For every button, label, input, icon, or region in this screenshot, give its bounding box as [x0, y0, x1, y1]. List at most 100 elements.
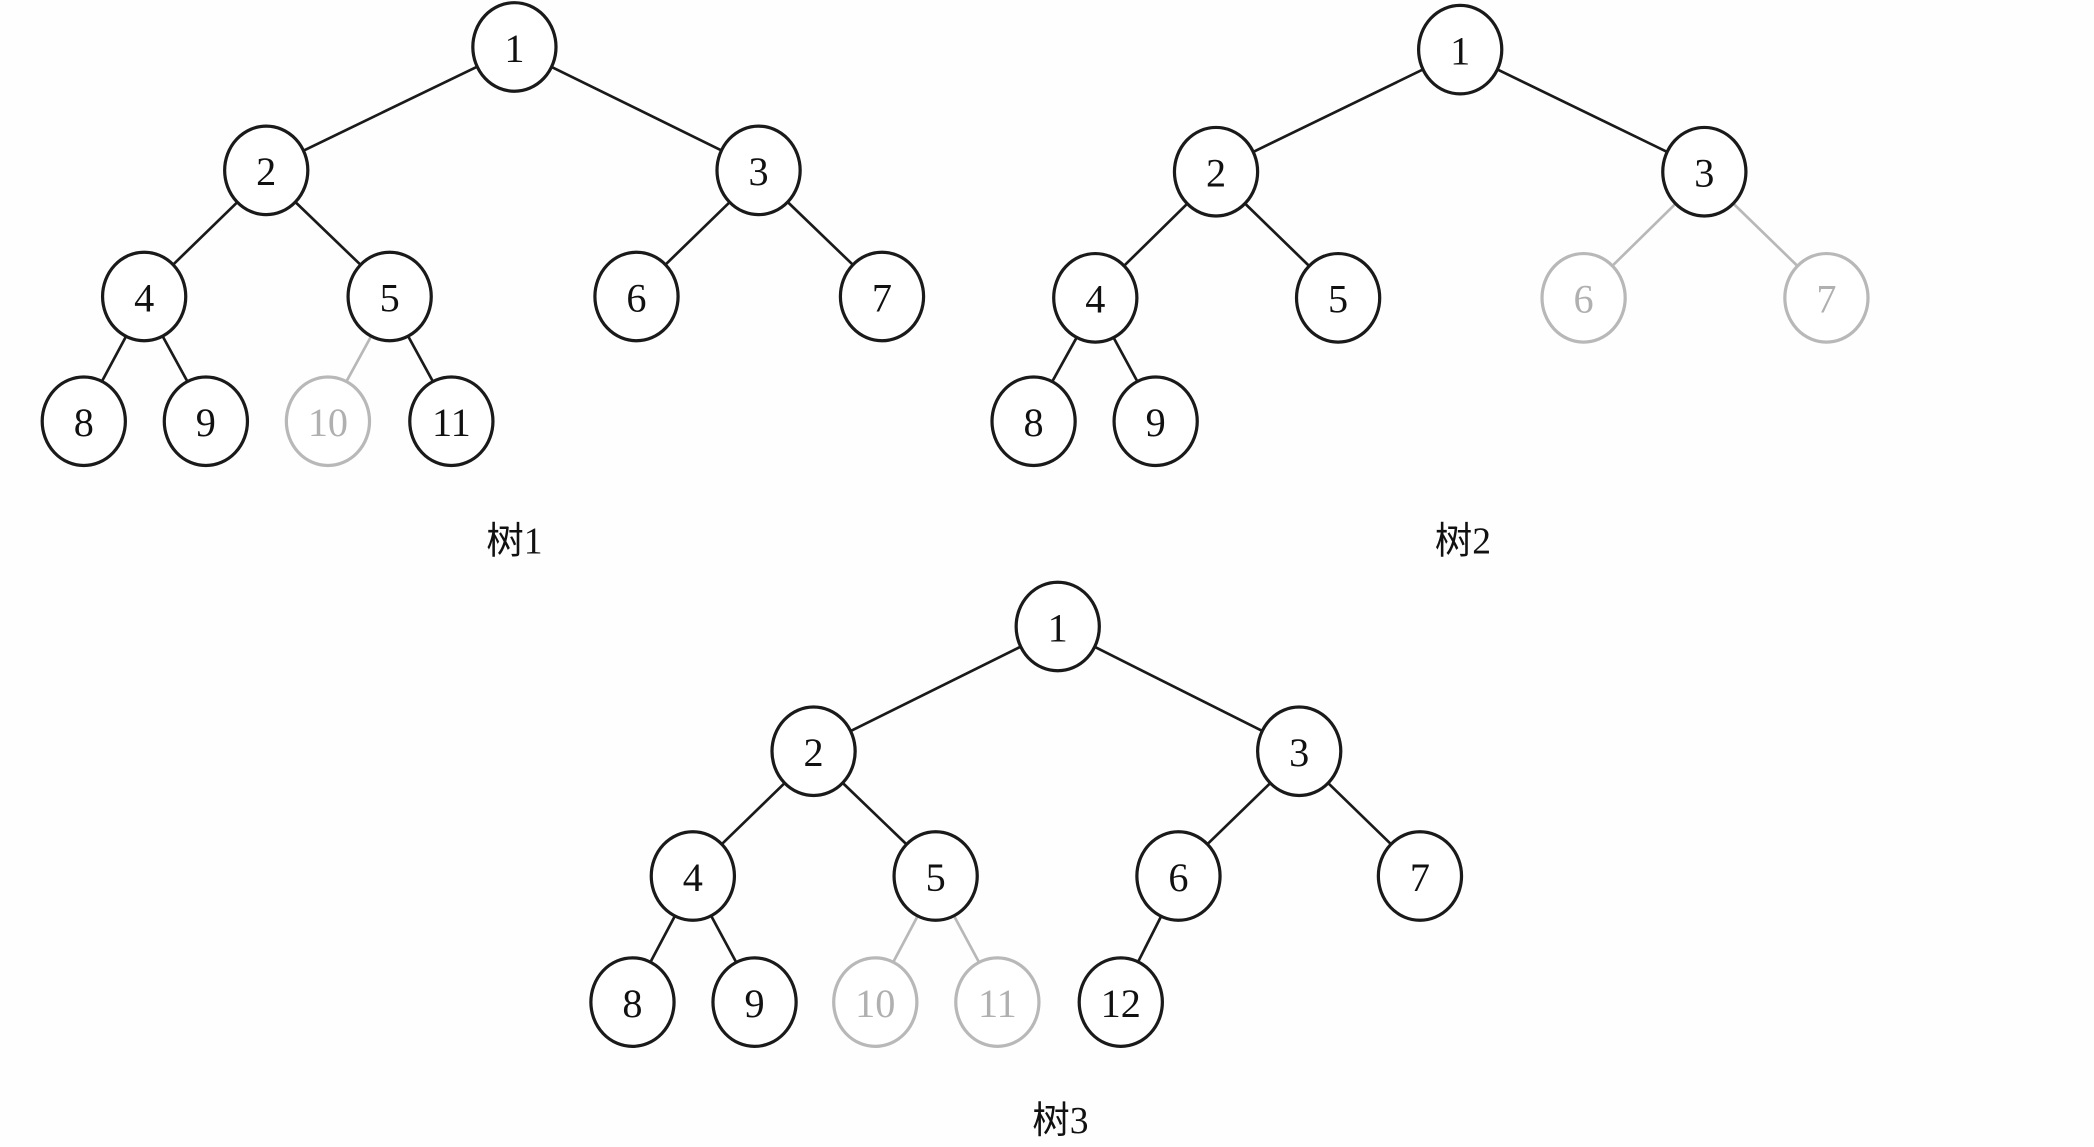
node-circle-icon	[1077, 956, 1164, 1048]
node-circle-icon	[990, 375, 1077, 468]
node-label: 10	[855, 981, 895, 1026]
node-circle-icon	[1052, 251, 1139, 344]
node-circle-icon	[892, 830, 979, 922]
edge-5-10	[345, 335, 373, 383]
node-label: 2	[804, 730, 824, 775]
edge-3-6	[664, 201, 731, 266]
tree-node-6: 6	[1540, 251, 1627, 344]
node-circle-icon	[1540, 251, 1627, 344]
edge-4-9	[1112, 336, 1139, 383]
node-label: 7	[1410, 855, 1430, 900]
tree-node-9: 9	[162, 375, 250, 468]
tree-node-10: 10	[832, 956, 919, 1048]
tree-node-12: 12	[1077, 956, 1164, 1048]
node-label: 5	[1328, 277, 1348, 322]
tree-node-11: 11	[954, 956, 1041, 1048]
node-label: 6	[626, 275, 646, 320]
tree-node-8: 8	[990, 375, 1077, 468]
node-label: 7	[1816, 277, 1836, 322]
node-circle-icon	[346, 250, 433, 343]
edge-5-11	[406, 335, 435, 383]
edge-2-5	[841, 781, 908, 846]
edge-2-5	[1244, 202, 1311, 267]
tree-node-5: 5	[346, 250, 433, 343]
node-label: 6	[1574, 277, 1594, 322]
node-label: 11	[978, 981, 1017, 1026]
edge-5-11	[952, 915, 981, 963]
edge-4-8	[1051, 336, 1078, 383]
node-label: 6	[1168, 855, 1188, 900]
node-circle-icon	[838, 250, 926, 343]
tree2: 1 2 3 4 5 6 7 8 9 树2	[990, 3, 1870, 562]
tree-node-1: 1	[471, 1, 558, 93]
node-circle-icon	[1172, 125, 1260, 218]
node-circle-icon	[162, 375, 250, 468]
tree-caption: 树2	[1435, 521, 1491, 562]
tree-caption: 树1	[486, 521, 542, 562]
node-circle-icon	[770, 705, 857, 798]
node-label: 8	[1024, 400, 1044, 445]
tree-node-5: 5	[1294, 251, 1382, 344]
edge-1-3	[1094, 645, 1263, 733]
node-label: 2	[256, 149, 276, 194]
tree-node-6: 6	[1135, 830, 1222, 922]
node-circle-icon	[223, 124, 310, 217]
tree-node-1: 1	[1416, 3, 1504, 96]
node-label: 3	[1289, 730, 1309, 775]
tree-node-1: 1	[1014, 580, 1101, 673]
node-circle-icon	[471, 1, 558, 93]
edge-2-4	[720, 782, 786, 846]
node-circle-icon	[649, 830, 737, 922]
node-circle-icon	[100, 250, 188, 343]
node-circle-icon	[284, 375, 372, 468]
node-circle-icon	[1416, 3, 1504, 96]
tree-node-9: 9	[711, 956, 798, 1048]
tree-node-2: 2	[770, 705, 857, 798]
node-label: 5	[926, 855, 946, 900]
node-circle-icon	[954, 956, 1041, 1048]
tree-node-7: 7	[1376, 830, 1464, 922]
node-circle-icon	[1783, 251, 1870, 344]
edge-4-8	[649, 915, 677, 963]
edge-2-4	[1123, 202, 1189, 267]
node-label: 4	[134, 275, 154, 320]
edge-2-4	[172, 201, 239, 266]
tree-node-3: 3	[715, 124, 802, 217]
node-circle-icon	[1376, 830, 1464, 922]
edge-2-5	[294, 201, 362, 266]
tree-node-7: 7	[1783, 251, 1870, 344]
node-circle-icon	[1661, 125, 1748, 218]
tree-node-2: 2	[223, 124, 310, 217]
edge-1-2	[1252, 68, 1424, 154]
node-label: 12	[1101, 981, 1141, 1026]
edge-1-2	[302, 65, 478, 152]
node-label: 4	[683, 855, 703, 900]
node-label: 9	[1146, 400, 1166, 445]
tree-node-6: 6	[593, 250, 680, 343]
node-label: 3	[749, 149, 769, 194]
edge-5-10	[892, 915, 919, 963]
node-label: 5	[380, 275, 400, 320]
edge-3-7	[1327, 782, 1392, 846]
node-label: 1	[1450, 28, 1470, 73]
edge-1-3	[550, 65, 723, 152]
node-circle-icon	[711, 956, 798, 1048]
node-circle-icon	[1294, 251, 1382, 344]
tree-node-3: 3	[1661, 125, 1748, 218]
node-circle-icon	[715, 124, 802, 217]
tree-node-2: 2	[1172, 125, 1260, 218]
tree-node-4: 4	[1052, 251, 1139, 344]
tree-node-4: 4	[100, 250, 188, 343]
edge-6-12	[1136, 915, 1163, 963]
tree-node-8: 8	[589, 956, 676, 1048]
node-circle-icon	[589, 956, 676, 1048]
edge-4-8	[100, 335, 128, 383]
node-label: 2	[1206, 151, 1226, 196]
edge-3-6	[1206, 782, 1272, 846]
node-label: 11	[432, 400, 471, 445]
node-label: 1	[1048, 605, 1068, 650]
node-circle-icon	[40, 375, 127, 468]
